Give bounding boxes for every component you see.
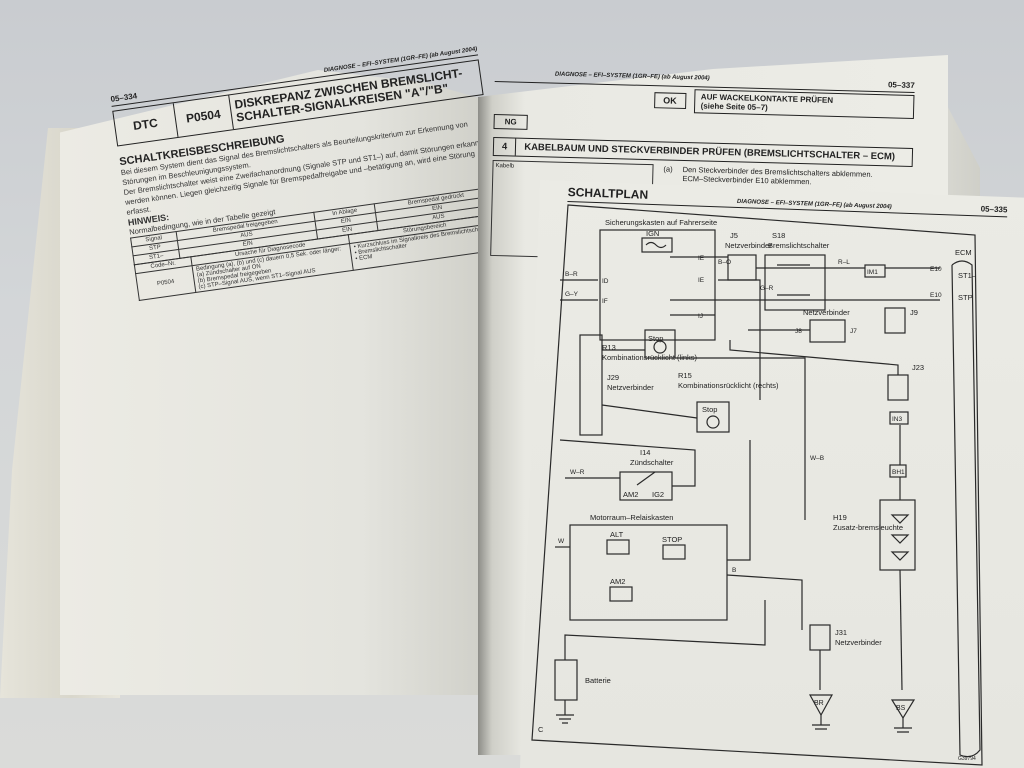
connector-e10: E10: [930, 292, 942, 299]
battery-label: Batterie: [585, 676, 611, 685]
wire-label: W–R: [570, 469, 585, 476]
wire-label: R–L: [838, 259, 850, 266]
connector-ie: IE: [698, 255, 705, 262]
wire-label: W: [558, 538, 565, 545]
am2-fuse-label: AM2: [610, 577, 625, 586]
wire-label: B–R: [565, 271, 578, 278]
page-number: 05–337: [887, 80, 915, 90]
i14-desc: Zündschalter: [630, 458, 674, 467]
h19-desc: Zusatz-bremsleuchte: [833, 523, 903, 532]
connector-if: IF: [602, 298, 608, 305]
ign-fuse-label: IGN: [646, 229, 659, 238]
wire-label: B–O: [718, 259, 731, 266]
stop-fuse-label: STOP: [662, 535, 682, 544]
wire-label: G–Y: [565, 291, 579, 298]
connector-labels: ID IF IE IE IJ IM1 E10 E10 J8 J7 IN3 BH1: [602, 255, 942, 476]
ground-br-label: BR: [814, 700, 824, 707]
j5-label: J5: [730, 231, 738, 240]
connector-j7: J7: [850, 328, 857, 335]
ok-result-box: OK: [654, 92, 686, 110]
dtc-label: DTC: [113, 103, 179, 146]
wiring-diagram: Sicherungskasten auf Fahrerseite IGN J5 …: [531, 204, 983, 766]
connector-ij: IJ: [698, 313, 703, 320]
ecm-label: ECM: [955, 248, 972, 257]
j23-label: J23: [912, 363, 924, 372]
connector-in3: IN3: [892, 416, 903, 423]
s18-desc: Bremslichtschalter: [768, 241, 830, 250]
connector-bh1: BH1: [892, 469, 905, 476]
ground-bs-label: BS: [896, 705, 906, 712]
s18-label: S18: [772, 231, 785, 240]
wire-color-labels: B–R G–Y B–O R–L G–R W–B W–R W B: [558, 259, 850, 574]
r13-label: R13: [602, 343, 616, 352]
schaltplan-page: [520, 180, 1024, 768]
connector-j8: J8: [795, 328, 802, 335]
connector-im1: IM1: [867, 269, 878, 276]
step-number: 4: [493, 138, 517, 156]
fuse-box-label: Sicherungskasten auf Fahrerseite: [605, 218, 717, 227]
alt-fuse-label: ALT: [610, 530, 624, 539]
r15-desc: Kombinationsrücklicht (rechts): [678, 381, 779, 390]
relay-box-label: Motorraum–Relaiskasten: [590, 513, 673, 522]
figure-id: G39794: [958, 756, 976, 762]
i14-label: I14: [640, 448, 650, 457]
ok-action-box: AUF WACKELKONTAKTE PRÜFEN (siehe Seite 0…: [693, 89, 915, 119]
j29-desc: Netzverbinder: [607, 383, 654, 392]
j31-label: J31: [835, 628, 847, 637]
wire-label: W–B: [810, 455, 824, 462]
connector-ie: IE: [698, 277, 705, 284]
stop-lamp-label: Stop: [648, 334, 663, 343]
wire-label: G–R: [760, 285, 774, 292]
wire-label: B: [732, 567, 736, 574]
ecm-st1-pin: ST1–: [958, 271, 977, 280]
left-page: [60, 70, 490, 695]
stop-lamp-label: Stop: [702, 405, 717, 414]
netzverbinder-label: Netzverbinder: [803, 308, 850, 317]
j31-desc: Netzverbinder: [835, 638, 882, 647]
ng-result-box: NG: [493, 113, 528, 130]
connector-id: ID: [602, 278, 609, 285]
j29-label: J29: [607, 373, 619, 382]
corner-label: C: [538, 725, 544, 734]
ecm-stp-pin: STP: [958, 293, 973, 302]
dtc-code: P0504: [173, 95, 234, 137]
h19-label: H19: [833, 513, 847, 522]
j9-label: J9: [910, 308, 918, 317]
r15-label: R15: [678, 371, 692, 380]
am2-terminal: AM2: [623, 490, 638, 499]
ig2-terminal: IG2: [652, 490, 664, 499]
connector-e10: E10: [930, 266, 942, 273]
r13-desc: Kombinationsrücklicht (links): [602, 353, 698, 362]
j5-desc: Netzverbinder: [725, 241, 772, 250]
